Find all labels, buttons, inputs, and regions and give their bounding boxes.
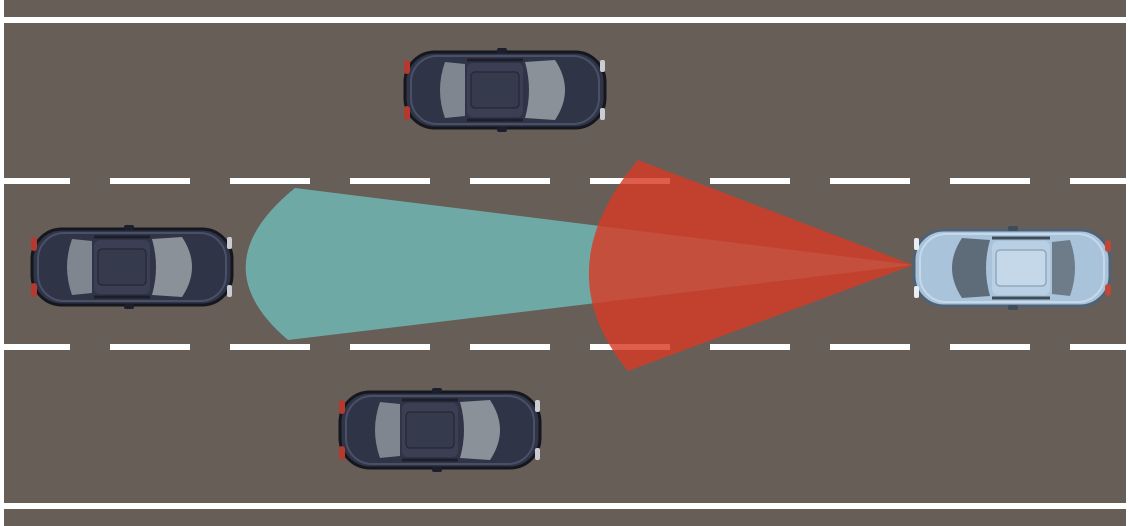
top-edge-line (0, 17, 1130, 23)
car-bottom-lane (339, 388, 540, 472)
right-frame-border (1126, 0, 1130, 526)
car-top-lane (404, 48, 605, 132)
left-frame-border (0, 0, 4, 526)
trailing-car-middle-lane (31, 225, 232, 309)
bottom-edge-line (0, 503, 1130, 509)
ego-car (914, 226, 1111, 310)
